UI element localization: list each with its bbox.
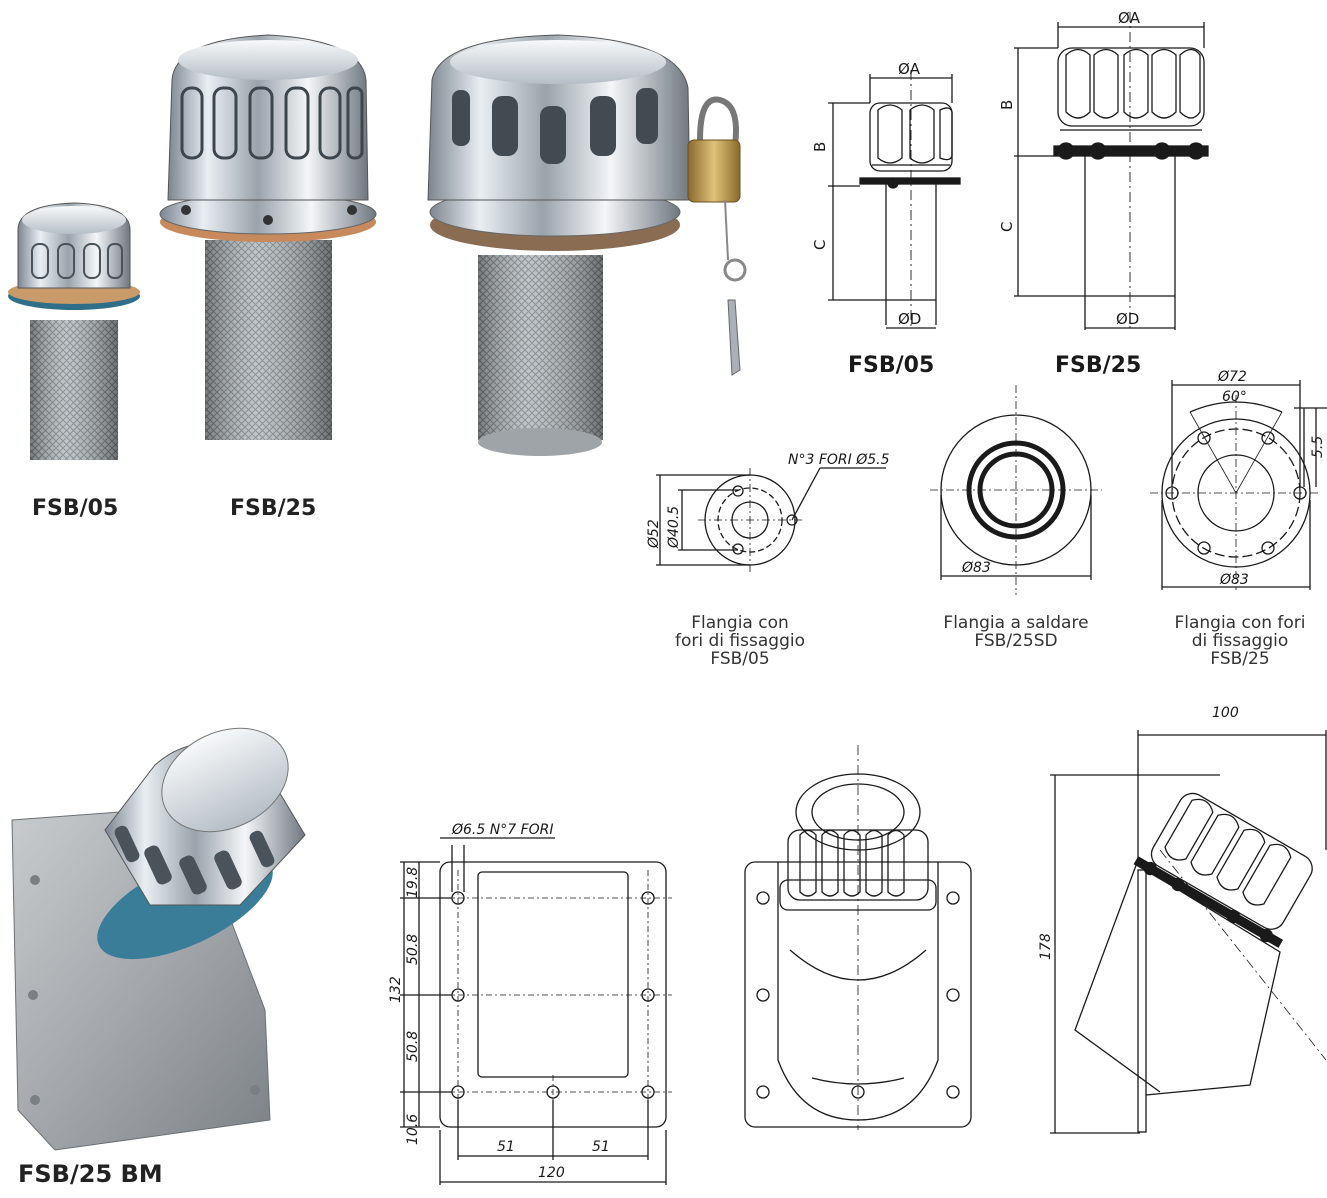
flange-fsb05-pcd: Ø40.5: [666, 506, 682, 549]
bm-dim-10-6: 10.6: [405, 1114, 421, 1145]
bm-flange-drawing: [400, 837, 672, 1185]
fsb25-dim-b: B: [998, 100, 1016, 110]
bm-dim-50-8-b: 50.8: [405, 1031, 421, 1062]
fsb25-dim-a: ØA: [1118, 9, 1141, 27]
bm-side-height: 178: [1038, 933, 1054, 960]
drawing-fsb05: [828, 70, 961, 330]
bm-holes-note: Ø6.5 N°7 FORI: [451, 822, 554, 838]
caption-line: fori di fissaggio: [675, 631, 805, 651]
bm-side-view: [1050, 730, 1327, 1134]
photo-label-fsb25: FSB/25: [230, 496, 317, 521]
photo-fsb25bm: [11, 727, 306, 1151]
bm-front-view: [744, 745, 972, 1130]
caption-line: Flangia con: [691, 613, 789, 633]
caption-line: Flangia con fori: [1174, 613, 1306, 633]
fsb05-dim-a: ØA: [898, 60, 921, 78]
caption-flange-fsb05: Flangia con fori di fissaggio FSB/05: [650, 614, 830, 668]
caption-line: FSB/25: [1210, 649, 1270, 669]
caption-flange-fsb25sd: Flangia a saldare FSB/25SD: [926, 614, 1106, 650]
fsb25-dim-c: C: [998, 222, 1016, 232]
bm-width-total: 120: [538, 1165, 565, 1181]
caption-line: Flangia a saldare: [943, 613, 1089, 633]
bm-dim-50-8-a: 50.8: [405, 934, 421, 965]
fsb05-title: FSB/05: [848, 353, 934, 378]
caption-line: FSB/25SD: [974, 631, 1058, 651]
flange-fsb25-hole: 5.5: [1310, 436, 1326, 458]
drawing-fsb25: [1014, 12, 1209, 330]
flange-fsb05-holes: N°3 FORI Ø5.5: [788, 452, 890, 468]
drawing-fsb25-labels: ØA B C ØD FSB/25: [998, 9, 1141, 378]
flange-fsb25: [1150, 380, 1327, 590]
flange-fsb25-outer: Ø83: [1219, 572, 1249, 588]
photo-label-fsb25bm: FSB/25 BM: [18, 1160, 163, 1188]
flange-fsb05-outer: Ø52: [646, 519, 662, 549]
fsb05-dim-c: C: [811, 240, 829, 250]
photo-label-fsb05: FSB/05: [32, 496, 119, 521]
caption-line: FSB/05: [710, 649, 770, 669]
photo-fsb25: [159, 34, 377, 440]
flange-fsb25sd-outer: Ø83: [961, 560, 991, 576]
caption-line: di fissaggio: [1191, 631, 1289, 651]
bm-dim-51-a: 51: [497, 1139, 515, 1155]
caption-flange-fsb25: Flangia con fori di fissaggio FSB/25: [1150, 614, 1327, 668]
bm-side-width: 100: [1212, 705, 1239, 721]
fsb05-dim-b: B: [811, 142, 829, 152]
fsb25-dim-d: ØD: [1116, 310, 1139, 328]
bm-height-total: 132: [388, 976, 404, 1003]
drawing-fsb05-labels: ØA B C ØD FSB/05: [811, 60, 934, 378]
fsb25-title: FSB/25: [1055, 353, 1141, 378]
flange-fsb25-pcd: Ø72: [1217, 369, 1247, 385]
flange-fsb25-angle: 60°: [1222, 389, 1247, 405]
photo-fsb05: [8, 202, 140, 460]
photo-fsb25-padlock: [427, 34, 747, 456]
bm-dim-51-b: 51: [592, 1139, 610, 1155]
bm-dim-19-8: 19.8: [405, 867, 421, 898]
fsb05-dim-d: ØD: [898, 310, 921, 328]
flange-fsb05: [656, 467, 886, 572]
flange-fsb25sd: [930, 385, 1102, 595]
